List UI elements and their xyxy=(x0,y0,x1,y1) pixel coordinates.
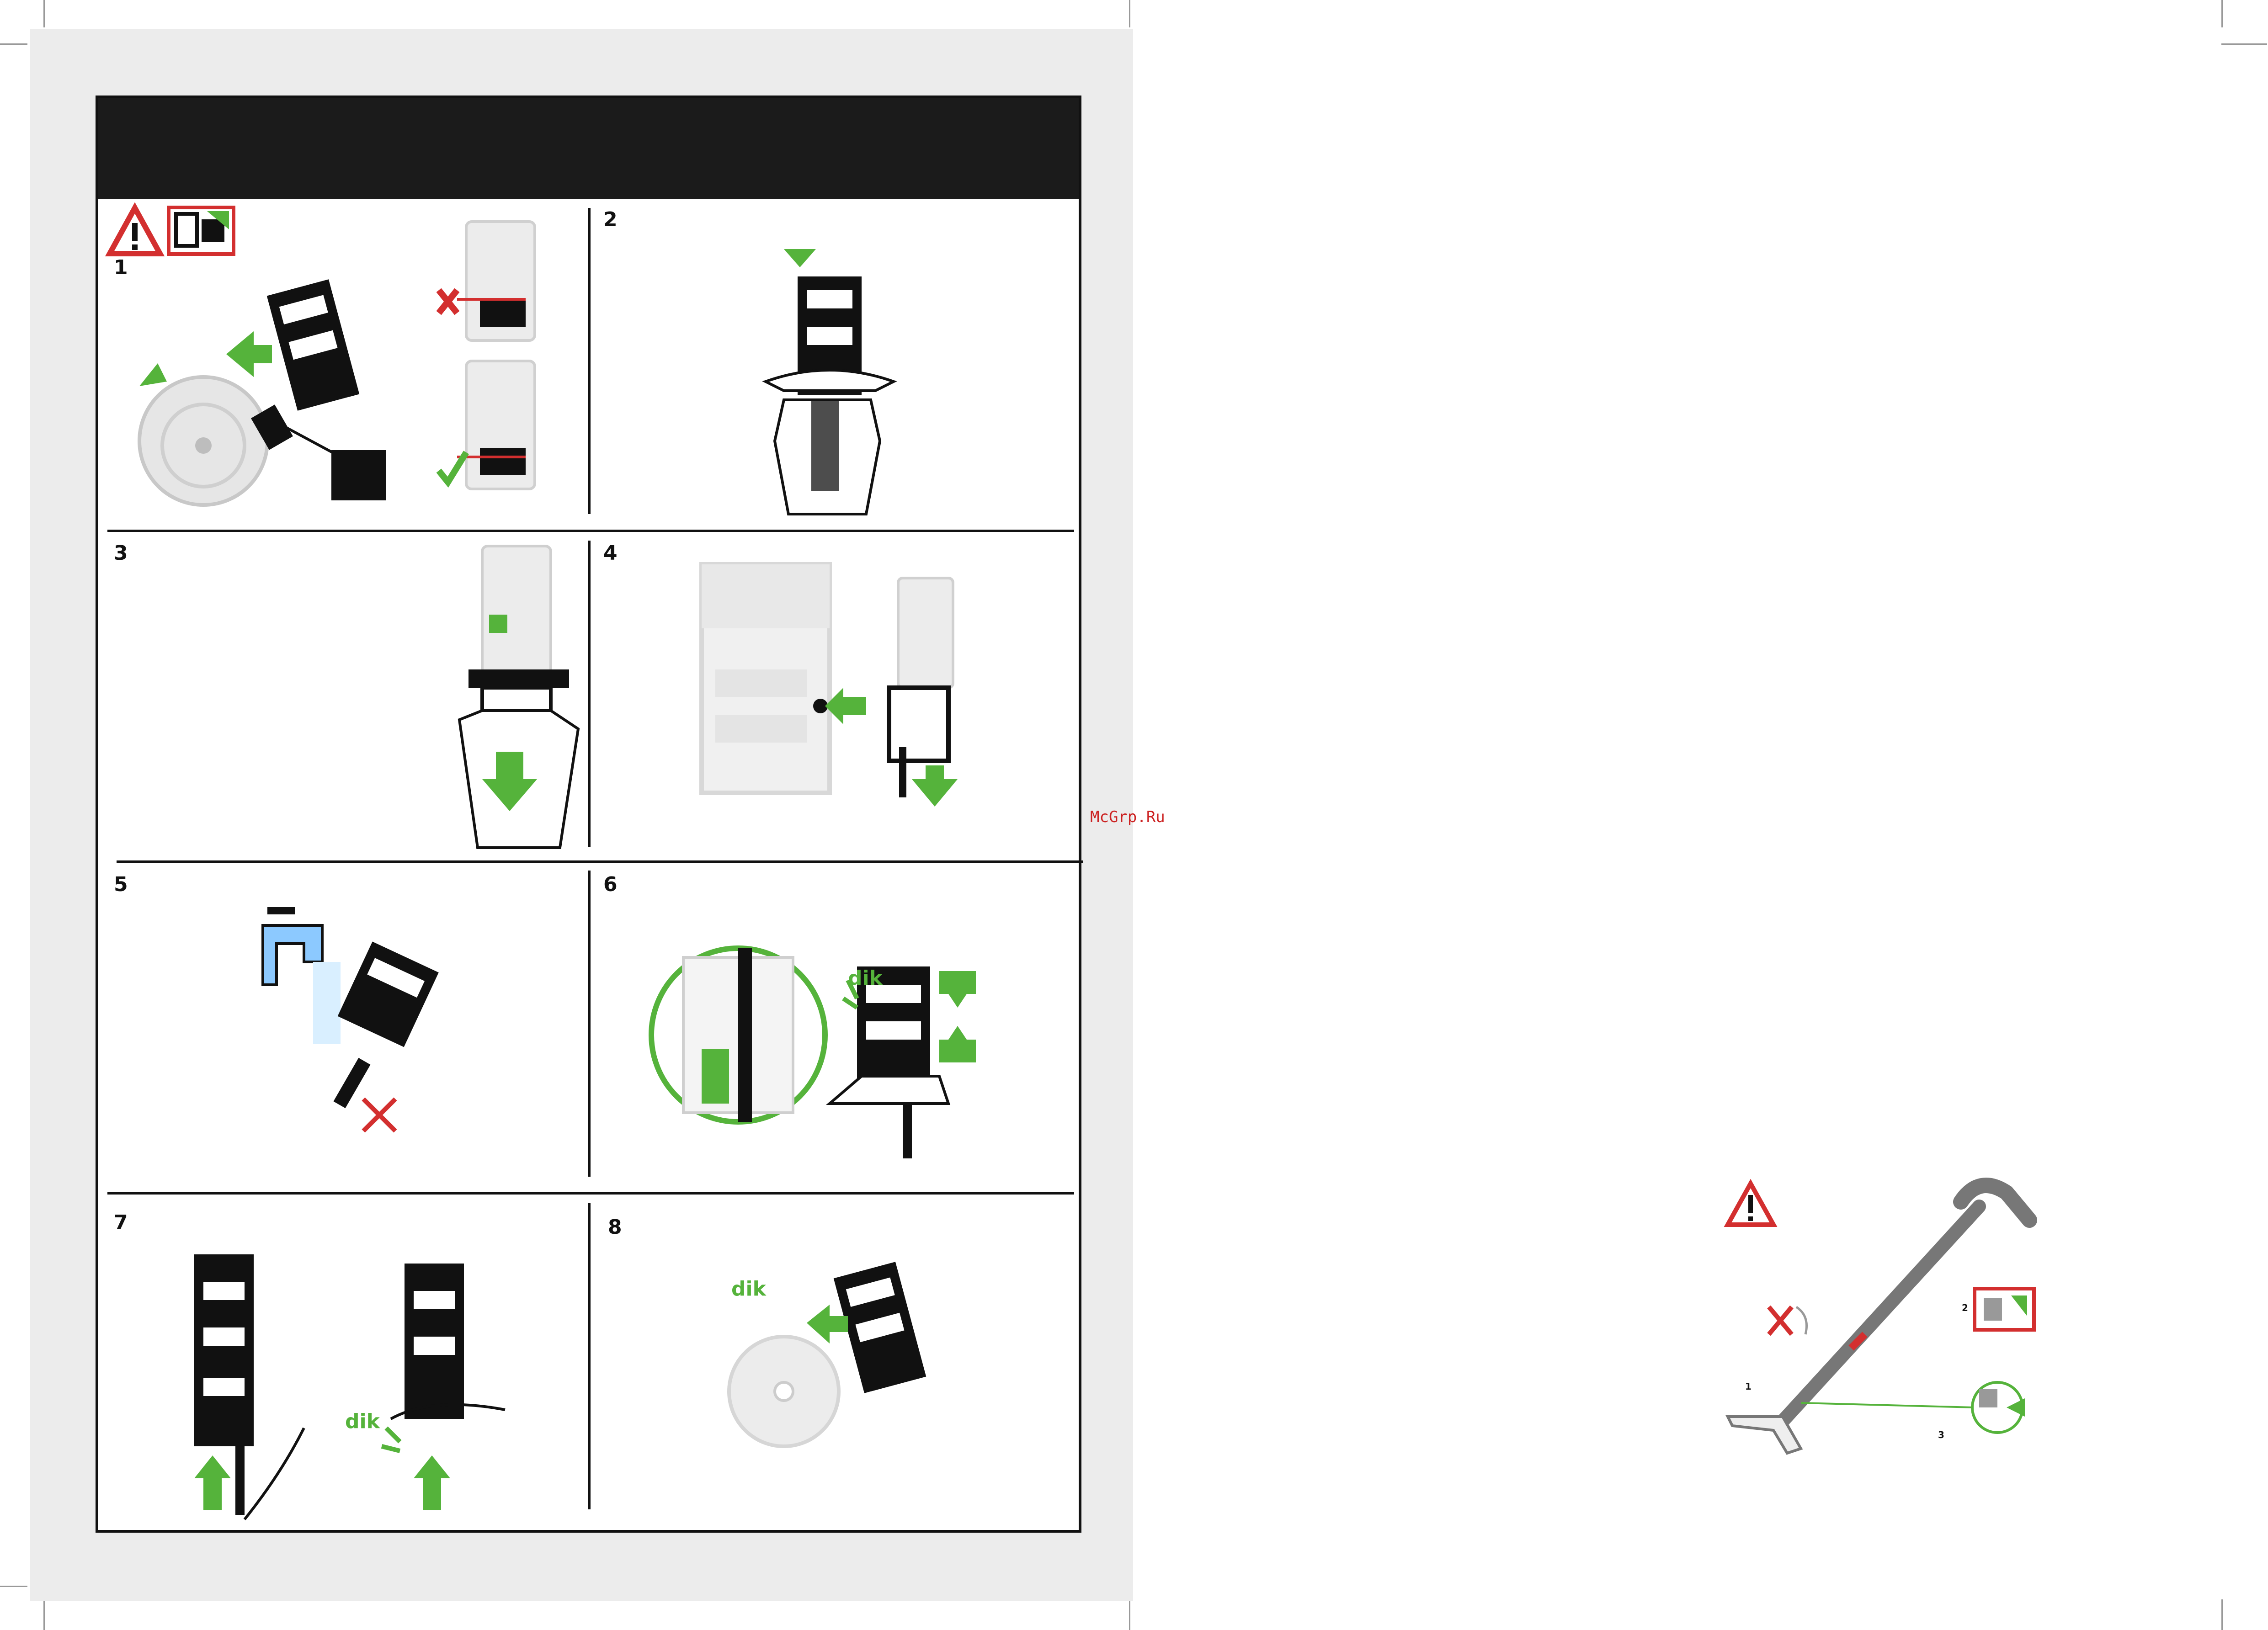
warning-icon xyxy=(107,206,162,256)
crop-mark xyxy=(1129,1599,1130,1630)
step-number-4: 4 xyxy=(603,542,618,565)
step-number-1: 1 xyxy=(114,256,128,279)
crop-mark xyxy=(1129,0,1130,27)
step4-cyclone-illustration xyxy=(683,551,976,816)
crop-mark xyxy=(2221,0,2223,27)
crop-mark xyxy=(0,1586,27,1587)
step6-reattach-illustration xyxy=(647,930,1040,1186)
side-callout-2: 2 xyxy=(1962,1302,1968,1313)
divider-horizontal xyxy=(117,860,1083,863)
crop-mark xyxy=(43,1599,45,1630)
step7-handle-illustration xyxy=(176,1236,569,1529)
divider-vertical xyxy=(588,208,591,514)
instruction-frame: 1 2 3 4 5 6 7 8 xyxy=(96,96,1081,1533)
divider-vertical xyxy=(588,1203,591,1509)
side-callout-3: 3 xyxy=(1938,1429,1944,1440)
step-number-8: 8 xyxy=(608,1216,622,1239)
divider-horizontal xyxy=(107,530,1074,532)
step5-tap-illustration xyxy=(249,907,459,1136)
click-label: dik xyxy=(731,1277,766,1301)
wand-illustration xyxy=(1723,1179,2061,1471)
step1-container-wrong xyxy=(439,212,558,345)
divider-vertical xyxy=(588,871,591,1177)
watermark: McGrp.Ru xyxy=(1090,808,1165,826)
click-label: dik xyxy=(345,1410,380,1433)
step1-container-correct xyxy=(439,356,558,494)
unplug-icon xyxy=(167,206,235,256)
step-number-6: 6 xyxy=(603,873,618,896)
divider-horizontal xyxy=(107,1192,1074,1195)
frame-header-bar xyxy=(98,98,1079,199)
step-number-7: 7 xyxy=(114,1211,128,1234)
step2-empty-bin-illustration xyxy=(756,249,903,514)
step3-release-illustration xyxy=(455,537,583,848)
crop-mark xyxy=(0,43,27,45)
crop-mark xyxy=(2221,43,2267,45)
step-number-3: 3 xyxy=(114,542,128,565)
step-number-5: 5 xyxy=(114,873,128,896)
crop-mark xyxy=(2221,1599,2223,1630)
side-callout-1: 1 xyxy=(1745,1381,1752,1392)
click-label: dik xyxy=(848,966,883,990)
crop-mark xyxy=(43,0,45,27)
divider-vertical xyxy=(588,541,591,847)
step-number-2: 2 xyxy=(603,208,618,231)
